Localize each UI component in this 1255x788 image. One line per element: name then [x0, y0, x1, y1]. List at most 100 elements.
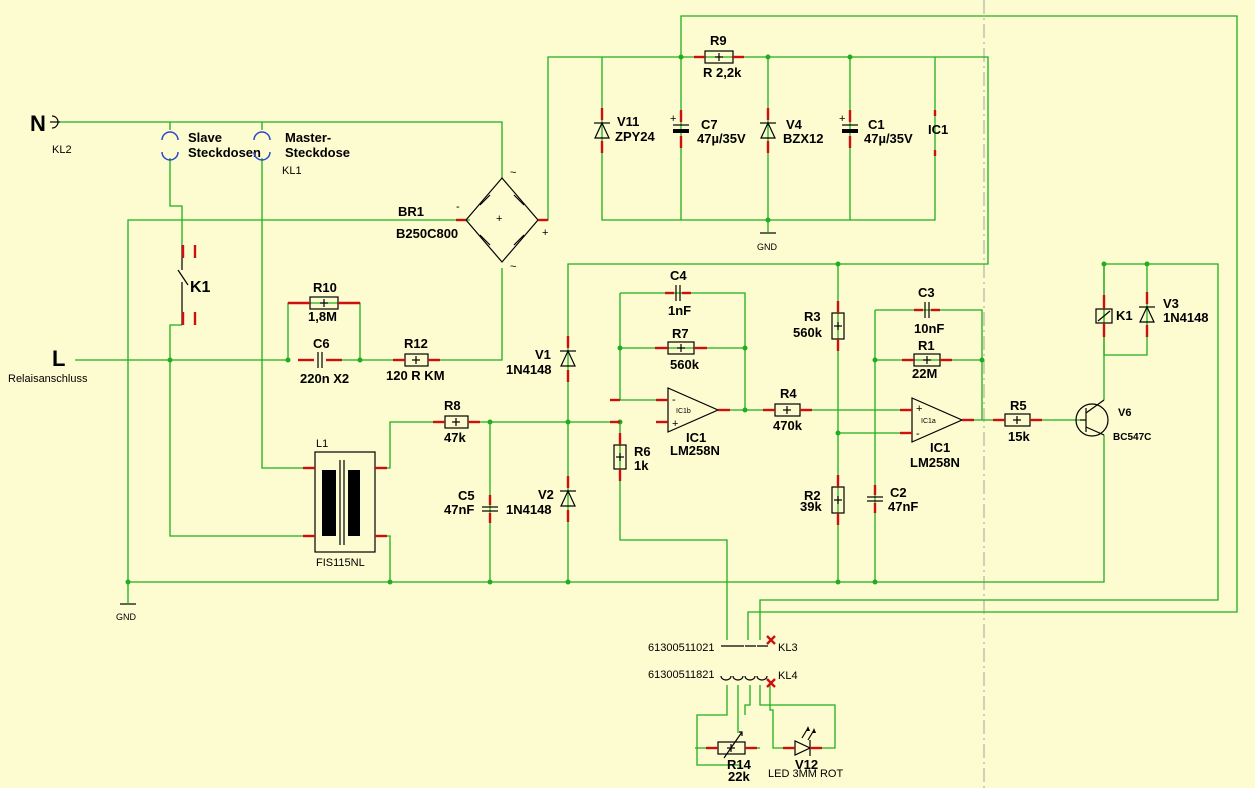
br1-name: BR1	[398, 204, 424, 219]
k1-contact-label: K1	[190, 279, 211, 296]
r2-value: 39k	[800, 499, 822, 514]
terminal-l: L Relaisanschluss	[8, 346, 88, 385]
pin-markers	[181, 55, 1149, 750]
r6-name: R6	[634, 444, 651, 459]
master-label-1: Master-	[285, 130, 331, 145]
junction-dots	[125, 54, 1150, 585]
svg-text:-: -	[672, 394, 676, 406]
c1-name: C1	[868, 117, 885, 132]
r1-name: R1	[918, 338, 935, 353]
svg-text:+: +	[916, 403, 922, 415]
slave-label-1: Slave	[188, 130, 222, 145]
c2-value: 47nF	[888, 499, 918, 514]
resistor-r1: R1 22M	[912, 338, 941, 381]
v12-name: V12	[795, 757, 818, 772]
svg-text:+: +	[496, 213, 502, 225]
capacitor-c4: C4 1nF	[668, 268, 691, 318]
svg-text:+: +	[839, 113, 845, 125]
k1-coil-label: K1	[1116, 308, 1133, 323]
resistor-r3: R3 560k	[793, 309, 845, 340]
ic1-supply-pins: IC1	[928, 110, 948, 156]
r14-name: R14	[727, 757, 752, 772]
c4-value: 1nF	[668, 303, 691, 318]
master-socket: Master- Steckdose KL1	[253, 122, 350, 177]
v3-name: V3	[1163, 296, 1179, 311]
slave-socket: Slave Steckdosen	[161, 122, 261, 161]
r1-value: 22M	[912, 366, 937, 381]
c7-value: 47µ/35V	[697, 131, 746, 146]
l1-type: FIS115NL	[316, 557, 365, 569]
v4-name: V4	[786, 117, 803, 132]
kl3-label: KL3	[778, 642, 798, 654]
gnd-main-label: GND	[116, 612, 137, 622]
terminal-n: N KL2	[30, 111, 72, 156]
capacitor-c5: C5 47nF	[444, 488, 498, 517]
ground-main: GND	[116, 592, 137, 622]
r12-name: R12	[404, 336, 428, 351]
r10-value: 1,8M	[308, 309, 337, 324]
l-terminal-label: L	[52, 346, 65, 371]
c4-name: C4	[670, 268, 687, 283]
capacitor-c6: C6 220n X2	[300, 336, 349, 386]
master-label-2: Steckdose	[285, 145, 350, 160]
v4-value: BZX12	[783, 131, 823, 146]
ic1b-name: IC1	[930, 440, 950, 455]
opamp-ic1a: - + IC1b IC1 LM258N	[667, 387, 720, 458]
n-terminal-label: N	[30, 111, 46, 136]
r8-value: 47k	[444, 430, 466, 445]
relaisanschluss-label: Relaisanschluss	[8, 373, 88, 385]
svg-text:~: ~	[510, 167, 516, 179]
c6-name: C6	[313, 336, 330, 351]
r9-name: R9	[710, 33, 727, 48]
v1-value: 1N4148	[506, 362, 552, 377]
svg-text:+: +	[670, 113, 676, 125]
v6-type: BC547C	[1113, 432, 1151, 443]
zener-diode-v4: V4 BZX12	[760, 117, 823, 146]
diode-v2: V2 1N4148	[506, 487, 576, 517]
svg-text:IC1b: IC1b	[676, 408, 691, 415]
r12-value: 120 R KM	[386, 368, 445, 383]
r9-value: R 2,2k	[703, 65, 742, 80]
v3-value: 1N4148	[1163, 310, 1209, 325]
r3-name: R3	[804, 309, 821, 324]
svg-text:+: +	[542, 227, 548, 239]
r10-name: R10	[313, 280, 337, 295]
v12-type: LED 3MM ROT	[768, 768, 843, 780]
r8-name: R8	[444, 398, 461, 413]
ground-supply: GND	[757, 232, 778, 252]
resistor-r12: R12 120 R KM	[386, 336, 445, 383]
ic1a-type: LM258N	[670, 443, 720, 458]
kl4-label: KL4	[778, 670, 798, 682]
r6-value: 1k	[634, 458, 649, 473]
r7-value: 560k	[670, 357, 700, 372]
kl2-label: KL2	[52, 144, 72, 156]
c6-value: 220n X2	[300, 371, 349, 386]
led-v12: V12 LED 3MM ROT	[768, 726, 843, 780]
r5-name: R5	[1010, 398, 1027, 413]
svg-text:IC1a: IC1a	[921, 418, 936, 425]
r4-name: R4	[780, 386, 797, 401]
br1-type: B250C800	[396, 226, 458, 241]
resistor-r5: R5 15k	[1004, 398, 1031, 444]
c7-name: C7	[701, 117, 718, 132]
slave-label-2: Steckdosen	[188, 145, 261, 160]
connector-kl3: 61300511021 KL3	[648, 635, 798, 654]
r5-value: 15k	[1008, 429, 1030, 444]
r14-value: 22k	[728, 769, 750, 784]
c1-value: 47µ/35V	[864, 131, 913, 146]
kl3-part-number: 61300511021	[648, 642, 714, 654]
ic1b-type: LM258N	[910, 455, 960, 470]
bridge-rectifier-br1: + ~ ~ - + BR1 B250C800	[396, 167, 548, 273]
ic1a-name: IC1	[686, 430, 706, 445]
capacitor-c7: + C7 47µ/35V	[670, 113, 746, 146]
transformer-l1: L1 FIS115NL	[314, 438, 376, 569]
r7-name: R7	[672, 326, 689, 341]
kl4-part-number: 61300511821	[648, 669, 714, 681]
v2-name: V2	[538, 487, 554, 502]
r4-value: 470k	[773, 418, 803, 433]
kl1-label: KL1	[282, 165, 302, 177]
v6-name: V6	[1118, 407, 1131, 419]
transistor-v6: V6 BC547C	[1075, 399, 1151, 443]
ic1-supply-label: IC1	[928, 122, 948, 137]
